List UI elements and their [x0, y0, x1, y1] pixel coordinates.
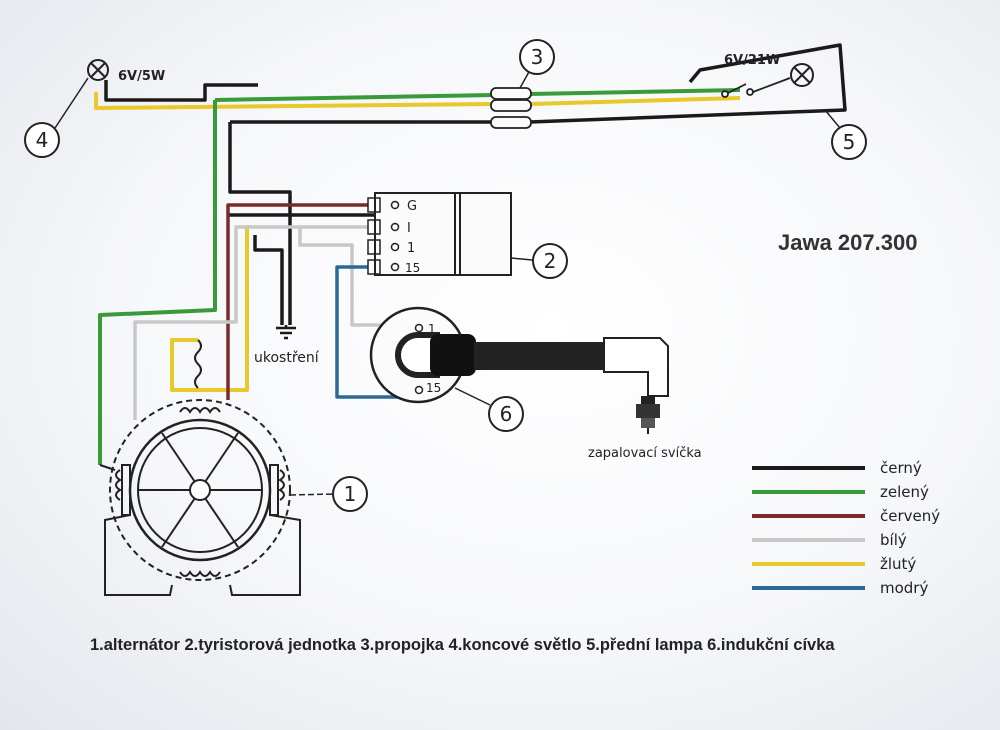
terminal-g-label: G [407, 199, 417, 214]
legend-label-0: černý [880, 459, 922, 477]
alternator-squiggle [194, 339, 202, 389]
svg-text:4: 4 [36, 128, 49, 152]
connector-block [490, 87, 532, 129]
leader-4 [54, 77, 89, 129]
terminal-i-label: I [407, 221, 411, 236]
wire-red [226, 203, 368, 400]
leader-5 [824, 109, 841, 129]
svg-text:5: 5 [843, 130, 856, 154]
callout-2: 2 [532, 243, 568, 279]
callout-1: 1 [332, 476, 368, 512]
leader-1 [289, 493, 336, 496]
callout-5: 5 [831, 124, 867, 160]
spark-plug-icon [636, 396, 660, 434]
front-lamp-bulb-icon [790, 63, 814, 87]
ground-symbol [276, 325, 296, 340]
rear-bulb-label: 6V/5W [118, 69, 165, 84]
ground-label: ukostření [254, 350, 320, 366]
legend-label-5: modrý [880, 579, 928, 597]
wire-blue [335, 265, 410, 399]
coil-terminal-15-label: 15 [426, 381, 441, 395]
alternator [99, 399, 301, 596]
wire-green [98, 88, 741, 465]
diagram-title: Jawa 207.300 [778, 230, 917, 255]
leader-3 [519, 69, 531, 89]
callout-6: 6 [488, 396, 524, 432]
legend-label-3: bílý [880, 531, 907, 549]
terminal-1-label: 1 [407, 241, 415, 256]
thyristor-terminals [367, 197, 400, 275]
svg-text:6: 6 [500, 402, 513, 426]
caption: 1.alternátor 2.tyristorová jednotka 3.pr… [90, 636, 835, 654]
callout-3: 3 [519, 39, 555, 75]
front-lamp-switch [721, 77, 791, 98]
color-legend: černý zelený červený bílý žlutý modrý [752, 459, 940, 597]
coil-terminal-1-label: 1 [428, 322, 436, 336]
terminal-15-label: 15 [405, 261, 420, 275]
svg-text:1: 1 [344, 482, 357, 506]
leader-6 [454, 387, 491, 406]
wire-black [104, 43, 847, 325]
ignition-coil [369, 306, 669, 404]
legend-label-2: červený [880, 507, 940, 525]
svg-text:2: 2 [544, 249, 557, 273]
callout-4: 4 [24, 122, 60, 158]
thyristor-unit [374, 192, 512, 276]
front-bulb-label: 6V/21W [724, 53, 780, 68]
legend-label-4: žlutý [880, 555, 916, 573]
svg-text:3: 3 [531, 45, 544, 69]
legend-label-1: zelený [880, 483, 929, 501]
spark-plug-label: zapalovací svíčka [588, 446, 702, 461]
leader-2 [510, 257, 533, 261]
wire-yellow [94, 92, 741, 392]
rear-light-bulb-icon [87, 59, 109, 81]
wire-white [133, 225, 415, 420]
